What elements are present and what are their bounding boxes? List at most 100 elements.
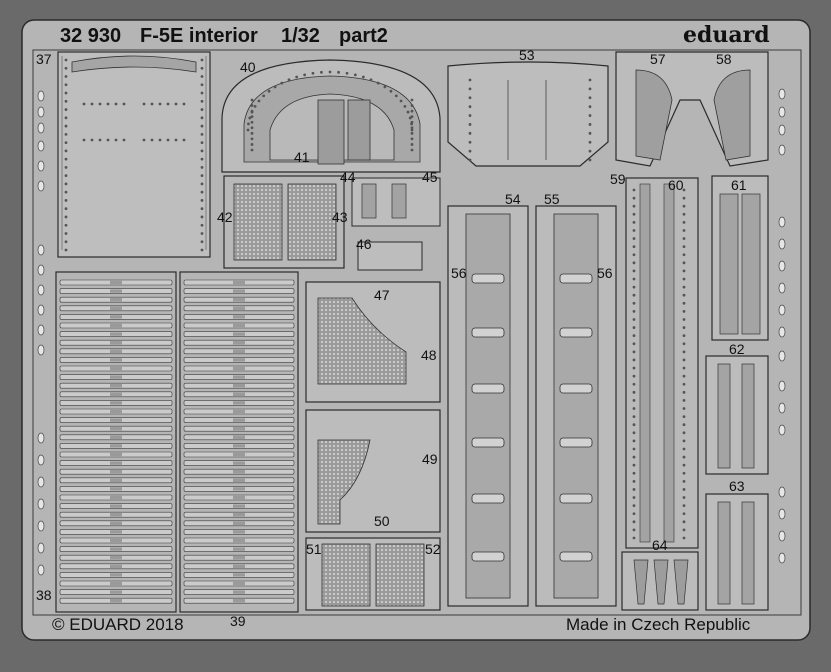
rivet-dot (588, 114, 592, 117)
part-label-53: 53 (519, 47, 535, 63)
rivet-dot (250, 104, 254, 107)
rivet-dot (158, 102, 162, 106)
part-label-49: 49 (422, 451, 438, 467)
rivet-dot (632, 293, 636, 297)
alignment-drop (778, 508, 786, 520)
rivet-dot (200, 58, 204, 62)
alignment-drop (778, 88, 786, 100)
copyright-text: © EDUARD 2018 (52, 615, 184, 634)
rivet-dot (200, 91, 204, 95)
rivet-dot (632, 488, 636, 491)
alignment-drop (37, 344, 45, 356)
rivet-dot (682, 196, 686, 200)
alignment-drop (37, 498, 45, 510)
rivet-dot (588, 96, 592, 100)
rail-slot (559, 383, 593, 394)
rail-slot (559, 493, 593, 504)
alignment-drop (37, 284, 45, 296)
rivet-dot (682, 496, 686, 499)
belt-buckle (233, 547, 245, 551)
part-label-64: 64 (652, 537, 668, 553)
rivet-dot (588, 140, 592, 144)
alignment-drop (37, 106, 45, 118)
rivet-dot (295, 75, 299, 79)
rivet-dot (682, 269, 686, 273)
rail-slot (559, 273, 593, 284)
rivet-dot (632, 366, 636, 370)
rivet-dot (200, 83, 204, 87)
alignment-drop (37, 160, 45, 172)
rivet-dot (406, 110, 410, 114)
part-label-55: 55 (544, 191, 560, 207)
rivet-dot (158, 138, 162, 142)
part-label-44: 44 (340, 169, 356, 185)
rivet-dot (632, 220, 636, 224)
part-label-56-right: 56 (597, 265, 613, 281)
belt-buckle (110, 547, 122, 551)
belt-buckle (233, 478, 245, 482)
rivet-dot (632, 285, 636, 289)
rivet-dot (250, 110, 254, 114)
rivet-dot (410, 137, 414, 141)
rivet-dot (588, 131, 592, 135)
part-39-frame (179, 271, 299, 613)
rivet-dot (682, 382, 686, 386)
rivet-dot (632, 455, 636, 459)
belt-buckle (110, 538, 122, 543)
rivet-dot (247, 122, 250, 126)
part-63 (705, 493, 769, 611)
rivet-dot (682, 479, 686, 483)
belt-buckle (233, 280, 245, 285)
rivet-dot (632, 301, 636, 305)
belt-buckle (110, 349, 122, 353)
rivet-dot (64, 157, 68, 161)
rivet-dot (311, 71, 315, 75)
belt-buckle (110, 581, 122, 586)
rivet-dot (248, 116, 252, 120)
rivet-dot (200, 132, 204, 136)
rivet-dot (82, 102, 86, 106)
alignment-drop (37, 324, 45, 336)
rivet-dot (64, 83, 68, 87)
kit-title: F-5E interior (140, 25, 258, 47)
rivet-dot (682, 220, 686, 224)
rivet-dot (632, 212, 636, 216)
rivet-dot (98, 138, 102, 142)
rivet-dot (64, 174, 68, 178)
rivet-dot (64, 182, 68, 186)
rivet-dot (369, 78, 373, 82)
part-59-60 (625, 177, 699, 549)
alignment-drop (778, 216, 786, 228)
rivet-dot (468, 158, 472, 162)
kit-scale: 1/32 (281, 25, 320, 47)
rivet-dot (410, 148, 414, 152)
rivet-dot (632, 326, 636, 329)
rivet-dot (468, 87, 472, 91)
alignment-drop (778, 402, 786, 414)
rivet-dot (410, 143, 414, 146)
belt-buckle (110, 478, 122, 482)
rivet-dot (200, 182, 204, 186)
rivet-dot (682, 253, 686, 257)
rivet-dot (632, 407, 636, 410)
rivet-dot (682, 229, 686, 232)
rivet-dot (399, 99, 403, 103)
part-label-59: 59 (610, 171, 626, 187)
rivet-dot (345, 71, 349, 75)
rivet-dot (682, 463, 686, 467)
part-47-48 (305, 281, 441, 403)
rivet-dot (250, 137, 254, 141)
rivet-dot (632, 382, 636, 386)
belt-buckle (110, 341, 122, 345)
rivet-dot (682, 342, 686, 346)
rivet-dot (588, 87, 592, 91)
belt-buckle (233, 392, 245, 396)
part-40 (221, 59, 441, 173)
rivet-dot (250, 120, 254, 124)
belt-buckle (233, 495, 245, 500)
rivet-dot (632, 528, 636, 532)
belt-buckle (110, 521, 122, 525)
rivet-dot (200, 190, 204, 194)
rivet-dot (303, 73, 307, 77)
rivet-dot (394, 94, 398, 98)
